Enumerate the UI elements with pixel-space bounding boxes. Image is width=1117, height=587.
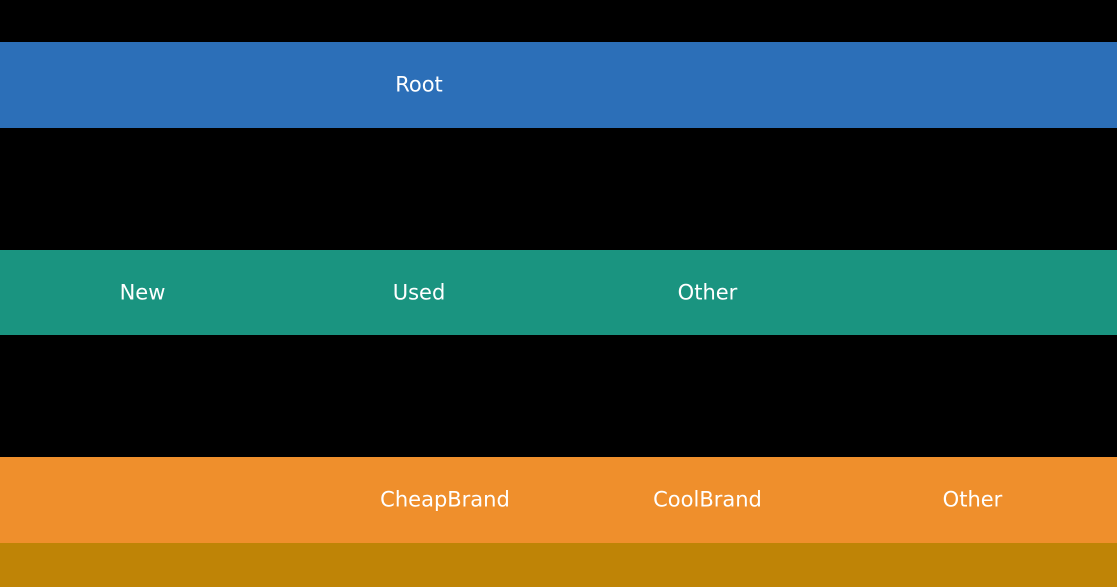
chart-node-unlabeled-2-6[interactable] [1075,457,1117,543]
chart-node-unlabeled-2-0[interactable] [0,457,345,543]
chart-node-unlabeled-1-0[interactable] [0,250,45,335]
chart-node-label: Other [942,487,1003,512]
chart-node-label: Other [677,280,738,304]
chart-node-unlabeled-0-0[interactable] [0,42,318,128]
chart-node-label: CoolBrand [653,487,762,512]
chart-node-unlabeled-2-2[interactable] [545,457,605,543]
chart-node-root[interactable]: Root [318,42,520,128]
chart-node-other[interactable]: Other [870,457,1075,543]
chart-node-unlabeled-1-4[interactable] [520,250,605,335]
chart-node-label: Used [392,280,446,304]
chart-node-new[interactable]: New [45,250,240,335]
chart-node-unlabeled-0-2[interactable] [520,42,1117,128]
chart-node-label: CheapBrand [380,487,510,512]
chart-node-label: Root [395,72,443,97]
chart-node-coolbrand[interactable]: CoolBrand [605,457,810,543]
chart-level-leaf-level [0,543,1117,587]
chart-node-unlabeled-1-6[interactable] [810,250,1117,335]
chart-level-condition-level: New Used Other [0,250,1117,335]
chart-node-cheapbrand[interactable]: CheapBrand [345,457,545,543]
chart-node-unlabeled-2-4[interactable] [810,457,870,543]
chart-node-other[interactable]: Other [605,250,810,335]
chart-node-unlabeled-3-0[interactable] [0,543,1117,587]
chart-level-brand-level: CheapBrand CoolBrand Other [0,457,1117,543]
chart-level-root-level: Root [0,42,1117,128]
chart-node-label: New [119,280,166,304]
chart-node-used[interactable]: Used [318,250,520,335]
chart-node-unlabeled-1-2[interactable] [240,250,318,335]
